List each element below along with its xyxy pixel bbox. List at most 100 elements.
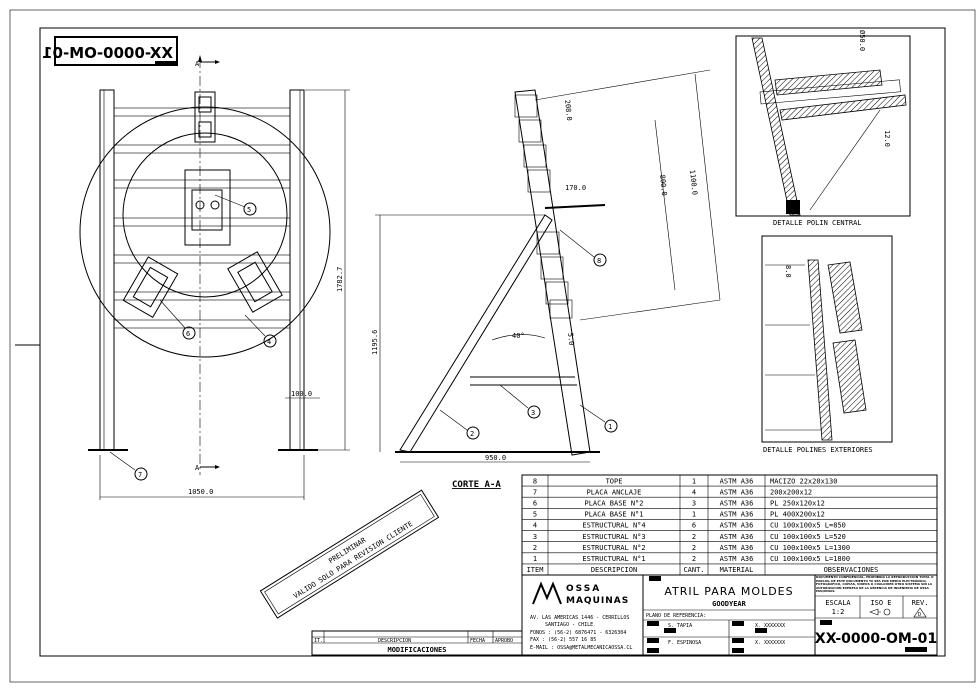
bom-cell: 1: [692, 511, 696, 519]
dim-12: 12.0: [883, 130, 891, 147]
company-logo: OSSA MAQUINAS: [532, 581, 628, 606]
sheet-frame: [39, 27, 946, 657]
scale-value: 1:2: [832, 608, 845, 616]
confidentiality-notice: DOCUMENTO CONFIDENCIAL. PROHIBIDA LA REP…: [816, 576, 934, 593]
outer-circle: [79, 106, 331, 358]
date-2: X. XXXXXXX: [755, 640, 785, 646]
svg-text:4: 4: [267, 338, 271, 346]
bom-cell: ASTM A36: [720, 500, 754, 508]
bom-cell: 6: [692, 522, 696, 530]
bom-cell: ASTM A36: [720, 544, 754, 552]
bom-cell: 200x200x12: [770, 488, 812, 496]
bom-cell: ASTM A36: [720, 522, 754, 530]
address-line: SANTIAGO - CHILE: [545, 622, 593, 628]
left-post: [99, 89, 115, 451]
bom-cell: 1: [533, 555, 537, 563]
dim-base: 950.0: [485, 454, 506, 462]
sheet-outer-border: [9, 9, 976, 683]
svg-text:OSSA: OSSA: [566, 584, 601, 594]
dim-angle: 40°: [512, 332, 525, 340]
bom-cell: MACIZO 22x20x130: [770, 477, 837, 485]
modifications-table: IT. DESCRIPCION FECHA APROBO MODIFICACIO…: [311, 630, 523, 656]
dim-post: 100.0: [291, 390, 312, 398]
bom-cell: ESTRUCTURAL N°3: [582, 533, 645, 541]
base-plate-1: [184, 169, 231, 246]
bom-header: CANT.: [683, 566, 704, 574]
section-marker-top: A: [195, 60, 200, 68]
rear-leg: [399, 214, 553, 453]
dim-width: 1050.0: [188, 488, 213, 496]
title-block: OSSA MAQUINAS AV. LAS AMERICAS 1446 - CE…: [521, 574, 938, 656]
svg-text:1: 1: [608, 423, 612, 431]
bom-cell: CU 100x100x5 L=1300: [770, 544, 850, 552]
address-line: FAX : (56-2) 557 16 85: [530, 637, 596, 643]
svg-text:FECHA: FECHA: [470, 638, 485, 644]
detail-central: Ø50.0 12.0 DETALLE POLIN CENTRAL: [735, 30, 911, 227]
callout-2: 2: [439, 409, 480, 440]
bom-cell: CU 100x100x5 L=520: [770, 533, 846, 541]
bom-cell: ESTRUCTURAL N°1: [582, 555, 645, 563]
address-line: FONOS : (56-2) 6876471 - 6326304: [530, 630, 626, 636]
bom-cell: 2: [692, 555, 696, 563]
bom-cell: 2: [692, 533, 696, 541]
dim-diameter: Ø50.0: [858, 30, 866, 51]
front-view: A A 1782.7 1050.0 100.0: [79, 55, 350, 500]
date-1: X. XXXXXXX: [755, 623, 785, 629]
bom-cell: PL 400X200x12: [770, 511, 825, 519]
svg-text:8: 8: [597, 257, 601, 265]
dim-170: 170.0: [565, 184, 586, 192]
section-marker-bottom: A: [195, 464, 200, 472]
bom-cell: PLACA BASE N°2: [584, 500, 643, 508]
section-title: CORTE A-A: [452, 480, 501, 490]
callout-5: 5: [214, 194, 257, 216]
callout-6: 6: [159, 299, 196, 340]
svg-text:3: 3: [531, 409, 535, 417]
bom-cell: ESTRUCTURAL N°2: [582, 544, 645, 552]
dim-800: 800.0: [658, 174, 668, 196]
client-name: GOODYEAR: [712, 600, 747, 608]
drawing-title: ATRIL PARA MOLDES: [664, 585, 793, 598]
revision-triangle-icon: [913, 607, 927, 618]
bom-cell: ASTM A36: [720, 555, 754, 563]
bom-cell: PLACA ANCLAJE: [587, 488, 642, 496]
dim-5: 5.0: [566, 332, 575, 345]
bom-cell: PL 250x120x12: [770, 500, 825, 508]
bom-cell: ASTM A36: [720, 511, 754, 519]
drawn-by: S. TAPIA: [668, 623, 692, 629]
preliminary-stamp: PRELIMINAR VALIDO SOLO PARA REVISION CLI…: [259, 489, 440, 619]
svg-text:APROBO: APROBO: [495, 638, 513, 644]
dim-8: 8.0: [784, 265, 792, 278]
bom-cell: 1: [692, 477, 696, 485]
bom-cell: 2: [533, 544, 537, 552]
bom-cell: 3: [692, 500, 696, 508]
modifications-title: MODIFICACIONES: [387, 646, 446, 654]
bom-cell: ASTM A36: [720, 488, 754, 496]
detail-central-title: DETALLE POLIN CENTRAL: [773, 219, 862, 227]
projection-label: ISO E: [870, 599, 891, 607]
callout-3: 3: [499, 384, 541, 419]
bom-header: ITEM: [527, 566, 544, 574]
mirrored-code-text: XX-0000-OM-01: [42, 44, 173, 62]
bom-cell: 4: [692, 488, 696, 496]
svg-text:IT.: IT.: [314, 638, 323, 644]
detail-exterior: 8.0 DETALLE POLINES EXTERIORES: [761, 235, 893, 454]
dim-208: 208.0: [563, 99, 573, 121]
rev-label: REV.: [912, 599, 929, 607]
bom-cell: CU 100x100x5 L=1800: [770, 555, 850, 563]
mirrored-code-box: XX-0000-OM-01: [42, 36, 178, 66]
bom-header: OBSERVACIONES: [824, 566, 879, 574]
bom-header: DESCRIPCION: [591, 566, 637, 574]
checked-by: F. ESPINOSA: [668, 640, 701, 646]
drawing-number: XX-0000-OM-01: [815, 631, 937, 647]
svg-text:DESCRIPCION: DESCRIPCION: [378, 638, 411, 644]
bom-cell: 4: [533, 522, 537, 530]
bom-cell: TOPE: [606, 477, 623, 485]
inner-circle: [122, 132, 288, 298]
projection-symbol-icon: [869, 608, 891, 616]
bom-cell: 8: [533, 477, 537, 485]
svg-text:6: 6: [186, 330, 190, 338]
bom-cell: CU 100x100x5 L=850: [770, 522, 846, 530]
svg-text:7: 7: [138, 471, 142, 479]
